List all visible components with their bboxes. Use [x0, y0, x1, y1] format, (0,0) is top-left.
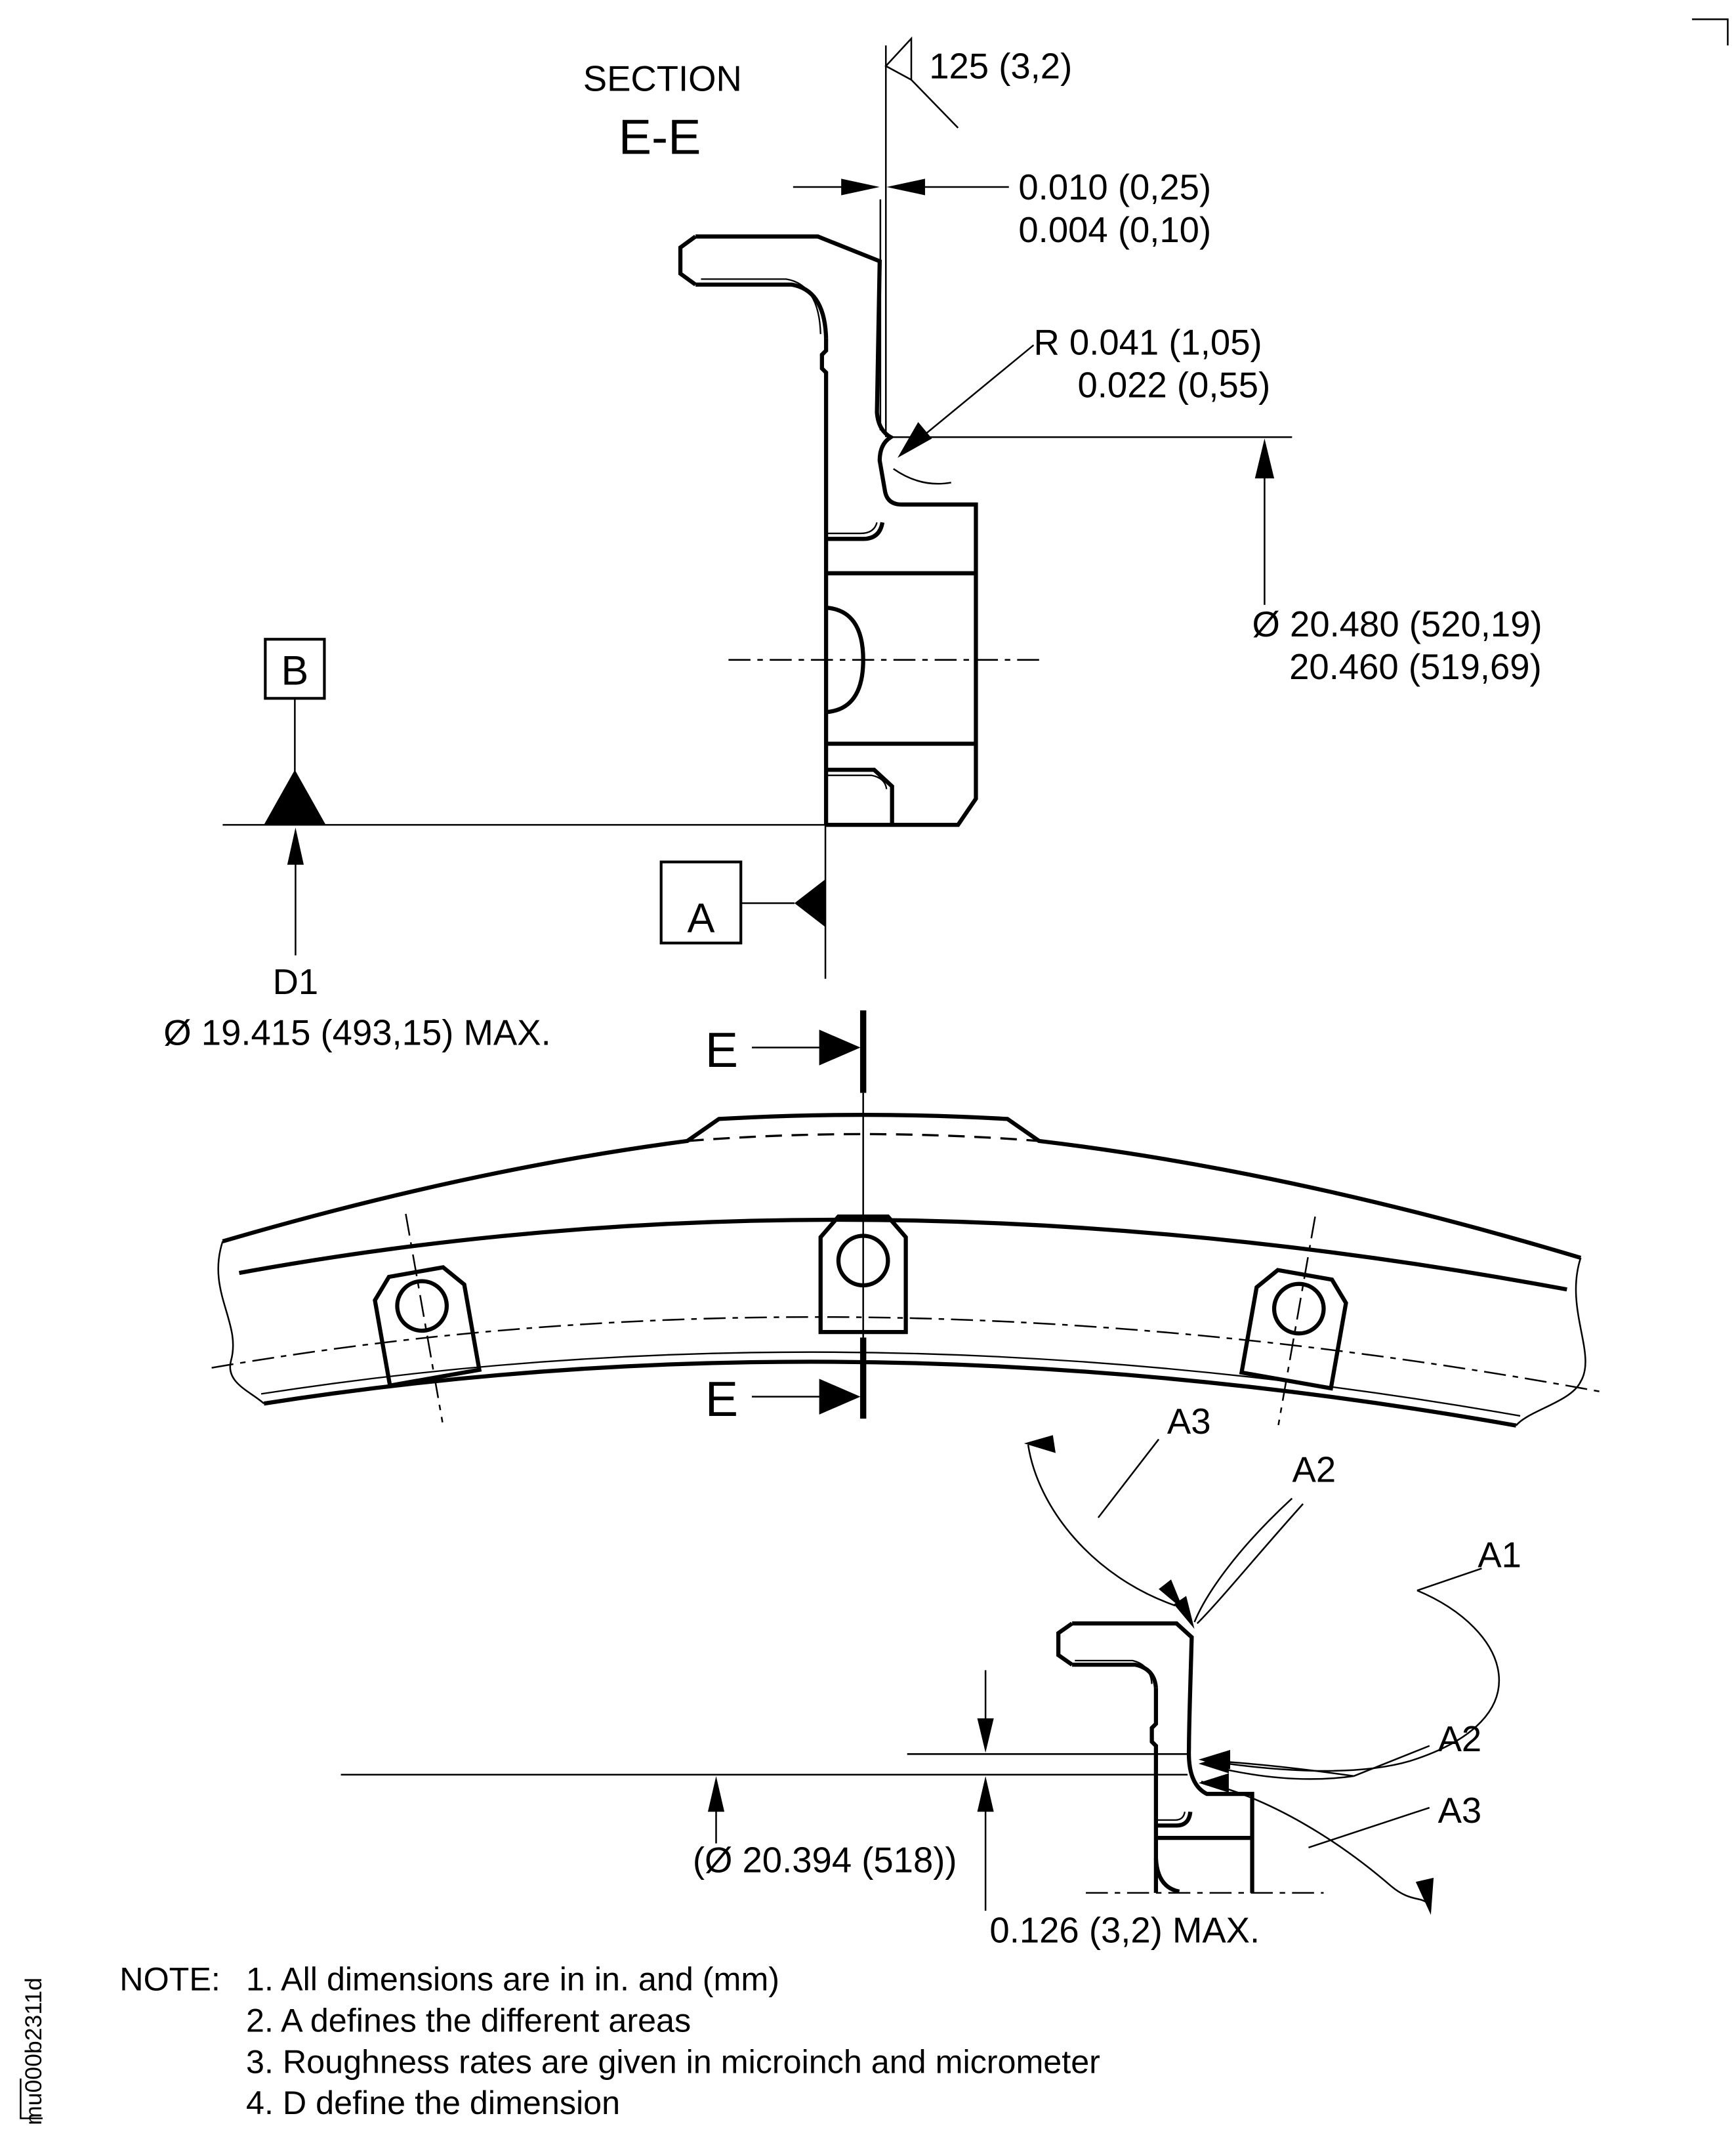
max-dim-lines	[977, 1670, 994, 1911]
note-2: 2. A defines the different areas	[246, 2002, 691, 2039]
corner-leaders	[1023, 1435, 1304, 1629]
rim-inner-top-edge	[238, 1217, 1567, 1292]
doc-code-bracket	[20, 2078, 43, 2119]
datum-a-triangle	[794, 879, 825, 927]
d1-label: D1	[273, 962, 319, 1002]
doc-code: mu000b2311d	[20, 1978, 47, 2125]
surface-finish-value: 125 (3,2)	[929, 46, 1072, 86]
cut-arrow-bottom	[819, 1379, 861, 1415]
a3-right-leader	[1198, 1773, 1434, 1915]
note-3: 3. Roughness rates are given in microinc…	[246, 2043, 1100, 2080]
d1-callout	[287, 827, 304, 956]
rim-hidden-edge	[687, 1132, 1039, 1142]
area-a3-top-label: A3	[1167, 1402, 1211, 1442]
radius-value-1: R 0.041 (1,05)	[1033, 323, 1262, 363]
cutting-plane-ee	[751, 1010, 867, 1419]
area-a2-top-label: A2	[1292, 1450, 1336, 1490]
lug-left	[373, 1213, 482, 1423]
part-section-outline	[678, 234, 1039, 827]
area-a1-label: A1	[1478, 1535, 1521, 1575]
notes-block: NOTE: 1. All dimensions are in in. and (…	[119, 1961, 1100, 2122]
surface-finish-icon	[884, 36, 959, 129]
lug-right	[1239, 1216, 1348, 1426]
right-break-line	[1515, 1257, 1586, 1426]
section-title-word: SECTION	[583, 58, 742, 98]
rim-segment-view: E E	[211, 1010, 1606, 1428]
note-4: 4. D define the dimension	[246, 2084, 620, 2121]
a2-right-leader	[1198, 1745, 1430, 1780]
area-a2-right-label: A2	[1438, 1719, 1482, 1759]
ref-dia-value: (Ø 20.394 (518))	[693, 1840, 957, 1880]
datum-a	[659, 825, 827, 979]
d1-value: Ø 19.415 (493,15) MAX.	[163, 1012, 550, 1052]
cut-arrow-top	[819, 1029, 861, 1066]
corner-trim-mark	[1691, 18, 1729, 46]
note-1: 1. All dimensions are in in. and (mm)	[246, 1961, 779, 1998]
runout-value-in: 0.010 (0,25)	[1018, 167, 1211, 207]
outer-dia-min: 20.460 (519,69)	[1289, 647, 1542, 687]
rim-outer-edge	[222, 1113, 1582, 1260]
lug-right-hole	[1271, 1281, 1326, 1336]
radius-leader	[893, 344, 1035, 485]
outer-dia-dimension	[890, 436, 1292, 605]
cut-label-top: E	[705, 1022, 738, 1077]
datum-a-label: A	[687, 895, 714, 941]
datum-b-triangle	[264, 770, 326, 825]
section-title-id: E-E	[619, 110, 701, 165]
notes-prefix: NOTE:	[119, 1961, 220, 1998]
max-dim-value: 0.126 (3,2) MAX.	[989, 1910, 1260, 1950]
area-detail-view: A3 A2 A1 A2 A3 (Ø 20.394 (518)) 0.126 (3…	[341, 1402, 1521, 1950]
rim-inner-bottom-edge	[263, 1360, 1517, 1428]
runout-value-mm: 0.004 (0,10)	[1018, 210, 1211, 250]
area-a3-right-label: A3	[1438, 1791, 1482, 1831]
cut-label-bottom: E	[705, 1371, 738, 1426]
datum-b	[222, 638, 827, 826]
section-ee-view: 125 (3,2) 0.010 (0,25) 0.004 (0,10) R 0.…	[163, 36, 1542, 1052]
detail-outline	[1056, 1621, 1324, 1894]
doc-code-block: mu000b2311d	[20, 1978, 47, 2125]
datum-b-label: B	[281, 648, 308, 694]
ref-dia-lines	[707, 1776, 725, 1844]
rim-pitch-centerline	[211, 1316, 1606, 1394]
left-break-line	[217, 1241, 265, 1405]
lug-left-hole	[395, 1279, 449, 1333]
radius-value-2: 0.022 (0,55)	[1077, 365, 1270, 405]
runout-dimension	[793, 178, 1009, 196]
outer-dia-max: Ø 20.480 (520,19)	[1252, 604, 1542, 644]
